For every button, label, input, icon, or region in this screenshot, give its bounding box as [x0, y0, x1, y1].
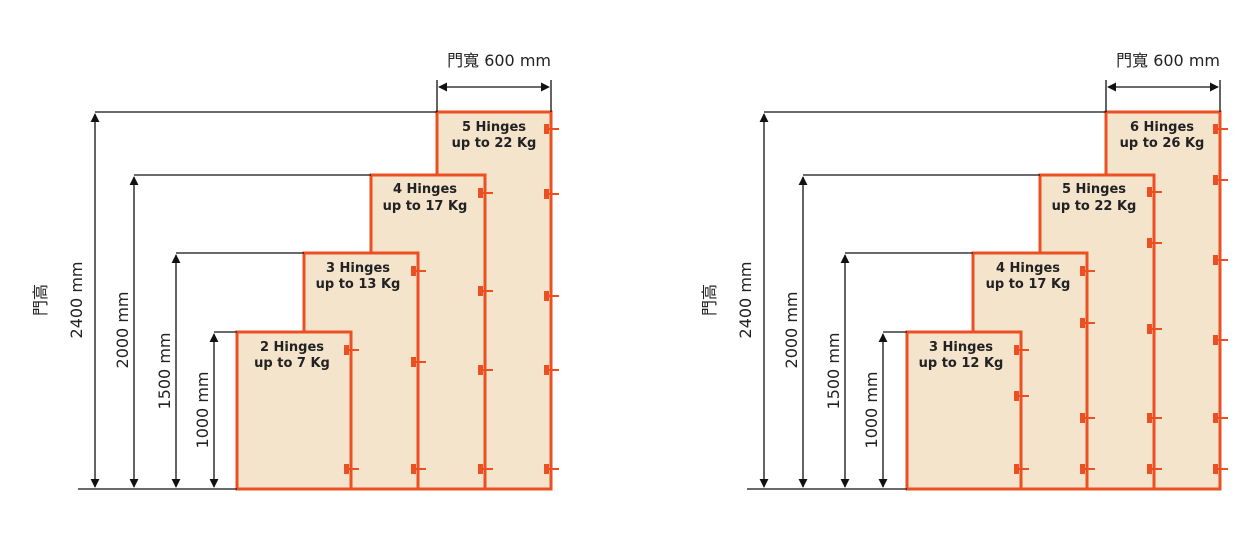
door-hinges-label: 6 Hinges [1130, 120, 1194, 135]
hinge [1213, 464, 1228, 474]
door-weight-label: up to 13 Kg [316, 277, 401, 292]
hinge [1213, 335, 1228, 345]
dim-label-1500: 1500 mm [155, 333, 174, 410]
hinge [1014, 391, 1029, 401]
hinge [1014, 464, 1029, 474]
hinge [344, 464, 359, 474]
hinge [1080, 413, 1095, 423]
dim-label-2400: 2400 mm [736, 262, 755, 339]
hinge [344, 345, 359, 355]
dim-label-1000: 1000 mm [193, 372, 212, 449]
hinge [544, 365, 559, 375]
hinge [544, 464, 559, 474]
hinges [344, 124, 559, 474]
door-hinges-label: 5 Hinges [1062, 182, 1126, 197]
door-weight-label: up to 17 Kg [986, 277, 1071, 292]
dim-label-2400: 2400 mm [67, 262, 86, 339]
door-hinges-label: 3 Hinges [929, 340, 993, 355]
hinge [544, 189, 559, 199]
hinge [1080, 318, 1095, 328]
door-weight-label: up to 22 Kg [1052, 199, 1137, 214]
hinge [478, 464, 493, 474]
hinge [1147, 464, 1162, 474]
hinge [1080, 266, 1095, 276]
dim-label-1500: 1500 mm [824, 333, 843, 410]
hinges [1014, 124, 1228, 474]
diagram-left: 5 Hinges up to 22 Kg 4 Hinges up to 17 K… [31, 51, 559, 491]
hinge [1213, 124, 1228, 134]
hinge [478, 365, 493, 375]
door-hinges-label: 3 Hinges [326, 261, 390, 276]
hinge [1147, 187, 1162, 197]
door-hinges-label: 4 Hinges [393, 182, 457, 197]
door-d1: 3 Hinges up to 12 Kg [905, 330, 1023, 491]
hinge [1080, 464, 1095, 474]
door-weight-label: up to 7 Kg [254, 356, 330, 371]
door-panel [905, 330, 1023, 491]
hinge [478, 188, 493, 198]
height-label: 門高 [31, 284, 50, 316]
hinge [1014, 345, 1029, 355]
hinge [1147, 324, 1162, 334]
hinge [1147, 413, 1162, 423]
door-weight-label: up to 17 Kg [383, 199, 468, 214]
diagram-right: 6 Hinges up to 26 Kg 5 Hinges up to 22 K… [700, 51, 1228, 491]
height-label: 門高 [700, 284, 719, 316]
dim-label-2000: 2000 mm [113, 292, 132, 369]
door-weight-label: up to 26 Kg [1120, 136, 1205, 151]
hinge [1213, 175, 1228, 185]
door-hinges-label: 2 Hinges [260, 340, 324, 355]
hinge [411, 266, 426, 276]
door-hinges-label: 4 Hinges [996, 261, 1060, 276]
hinge [1147, 238, 1162, 248]
dim-label-1000: 1000 mm [862, 372, 881, 449]
hinge [544, 124, 559, 134]
door-panel [235, 330, 353, 491]
hinge [1213, 413, 1228, 423]
width-label: 門寬 600 mm [447, 51, 551, 70]
dim-label-2000: 2000 mm [782, 292, 801, 369]
door-hinges-label: 5 Hinges [462, 120, 526, 135]
hinge [411, 357, 426, 367]
hinge [411, 464, 426, 474]
hinge [478, 286, 493, 296]
door-d1: 2 Hinges up to 7 Kg [235, 330, 353, 491]
door-weight-label: up to 22 Kg [452, 136, 537, 151]
width-label: 門寬 600 mm [1116, 51, 1220, 70]
hinge [1213, 255, 1228, 265]
dimension-lines [747, 80, 1221, 490]
hinge [544, 291, 559, 301]
door-weight-label: up to 12 Kg [919, 356, 1004, 371]
dimension-lines [78, 80, 552, 490]
